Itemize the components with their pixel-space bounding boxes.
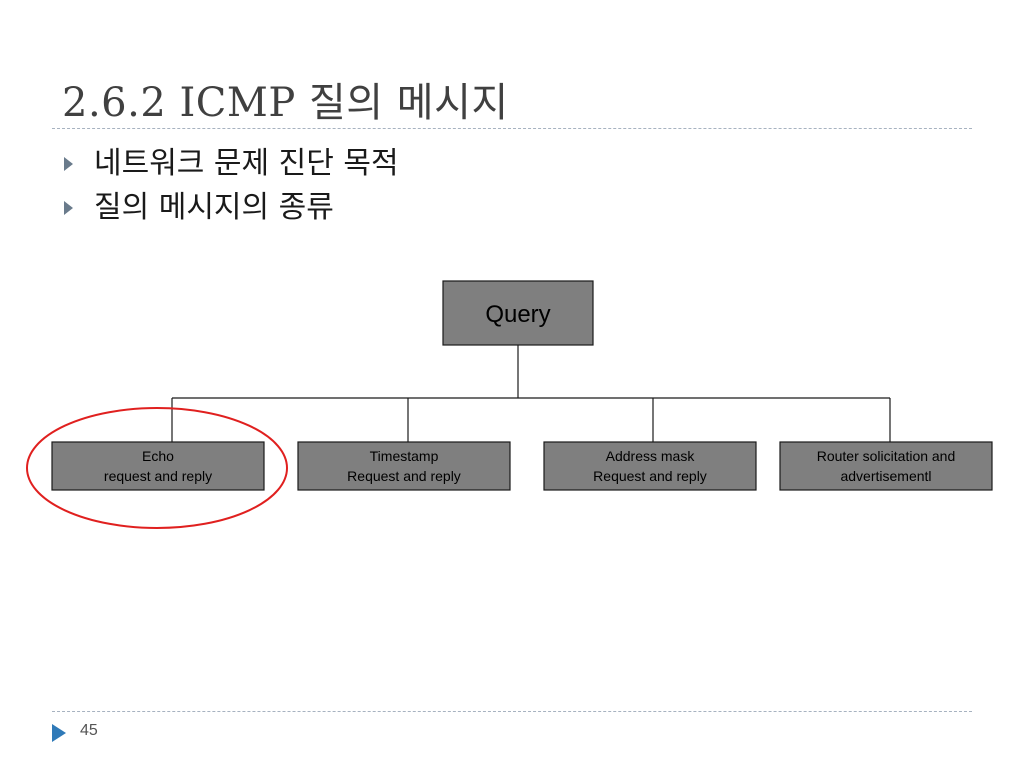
- bullet-item: 질의 메시지의 종류: [62, 186, 399, 230]
- highlight-ellipse: [26, 407, 288, 529]
- root-node: Query: [442, 280, 594, 346]
- child-node-router-solicitation: Router solicitation and advertisementl: [779, 441, 993, 491]
- child-node-line: Address mask: [606, 448, 696, 464]
- child-node-box: [779, 441, 993, 491]
- footer-divider: [52, 711, 972, 712]
- bullet-text: 네트워크 문제 진단 목적: [94, 146, 399, 181]
- child-node-line: advertisementl: [840, 468, 931, 484]
- slide-title: 2.6.2 ICMP 질의 메시지: [62, 80, 509, 126]
- child-node-echo: Echo request and reply: [51, 441, 265, 491]
- connector-lines: [171, 345, 891, 442]
- triangle-right-icon: [64, 201, 73, 215]
- bullet-item: 네트워크 문제 진단 목적: [62, 142, 399, 186]
- child-node-address-mask: Address mask Request and reply: [543, 441, 757, 491]
- child-node-box: [297, 441, 511, 491]
- child-node-box: [51, 441, 265, 491]
- title-divider: [52, 128, 972, 129]
- child-node-line: Router solicitation and: [817, 448, 956, 464]
- root-node-box: [442, 280, 594, 346]
- bullet-list: 네트워크 문제 진단 목적 질의 메시지의 종류: [62, 142, 399, 230]
- triangle-right-icon: [52, 724, 66, 742]
- child-node-timestamp: Timestamp Request and reply: [297, 441, 511, 491]
- child-node-line: Request and reply: [347, 468, 461, 484]
- root-node-label: Query: [485, 301, 550, 328]
- child-node-line: Timestamp: [370, 448, 439, 464]
- child-node-line: request and reply: [104, 468, 212, 484]
- bullet-text: 질의 메시지의 종류: [94, 190, 334, 225]
- child-node-line: Echo: [142, 448, 174, 464]
- child-node-line: Request and reply: [593, 468, 707, 484]
- child-node-box: [543, 441, 757, 491]
- triangle-right-icon: [64, 157, 73, 171]
- page-number: 45: [80, 722, 98, 739]
